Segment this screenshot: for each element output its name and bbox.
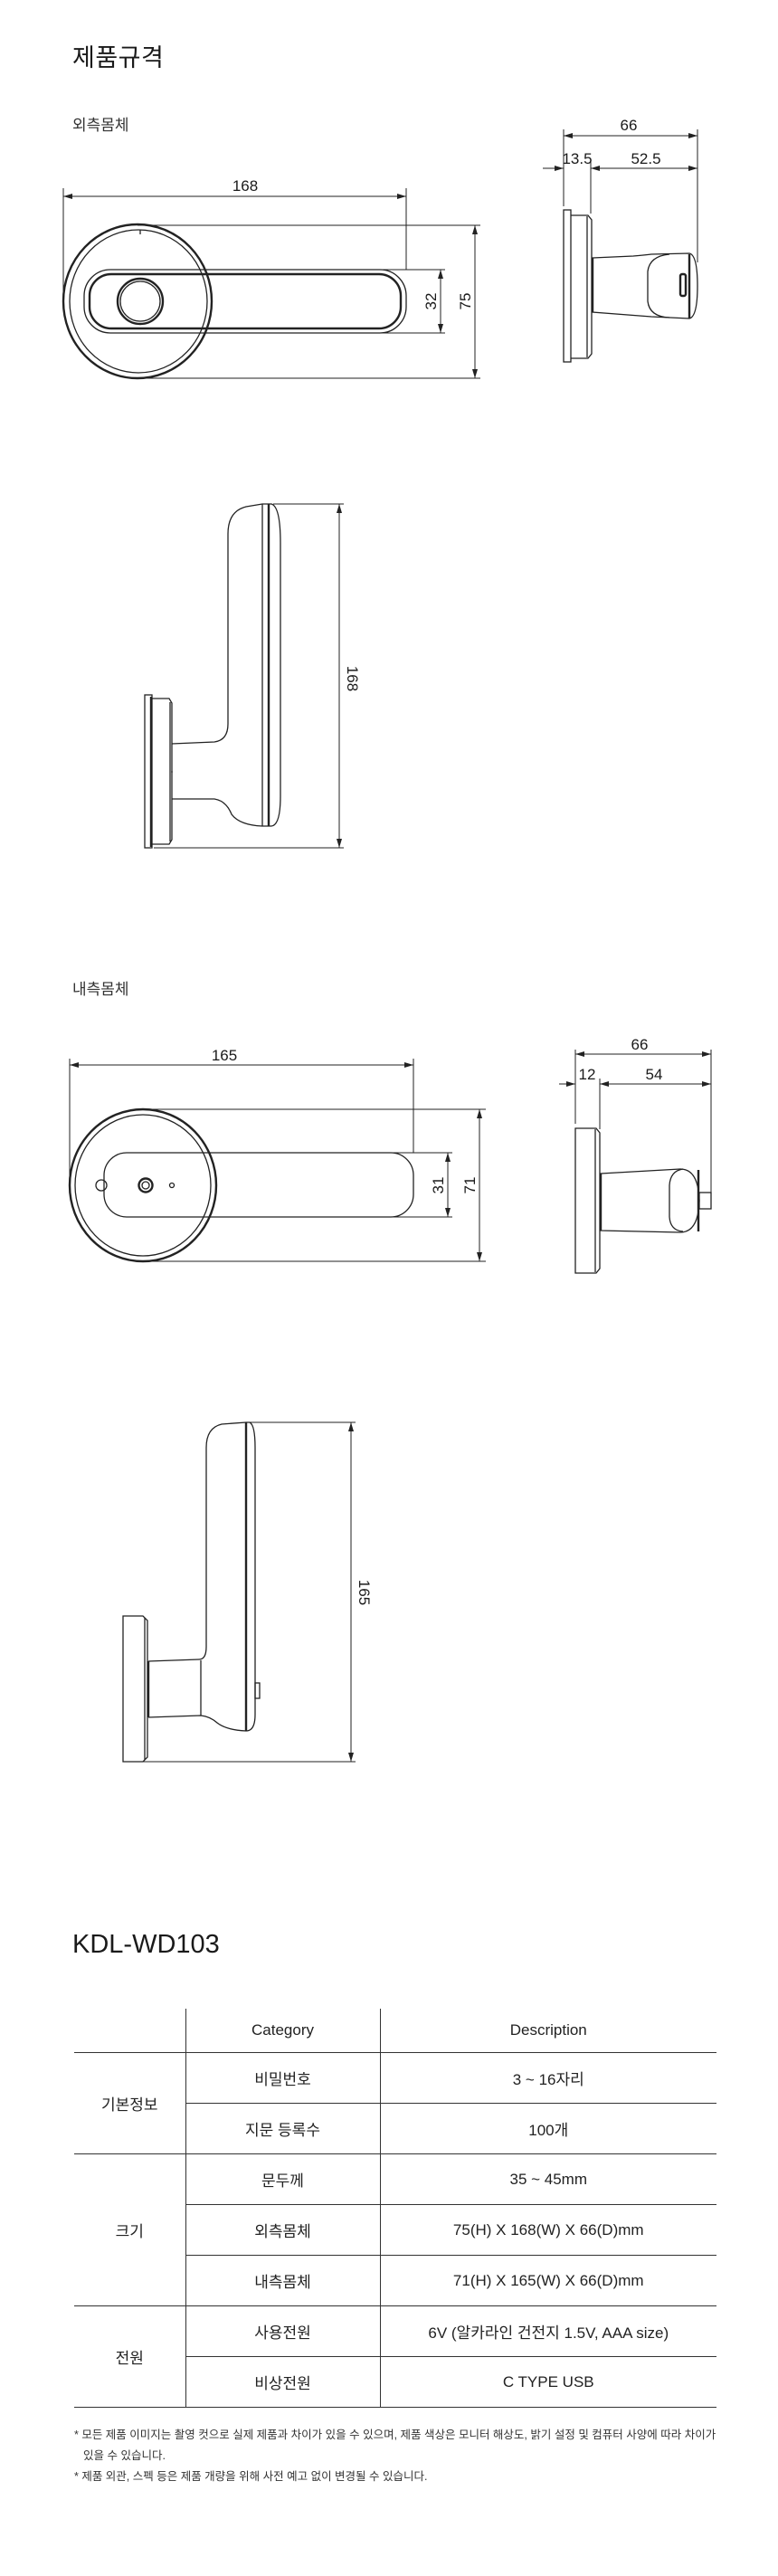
indicator-dot xyxy=(168,1182,176,1189)
outer-side-view: 66 13.5 52.5 xyxy=(543,117,698,363)
table-header-row: Category Description xyxy=(74,2009,716,2053)
outer-top-length-label: 168 xyxy=(344,666,361,691)
inner-body-label: 내측몸체 xyxy=(72,981,129,998)
inner-lever xyxy=(103,1152,414,1218)
table-row: 비상전원 C TYPE USB xyxy=(74,2356,716,2408)
table-row: 크기 문두께 35 ~ 45mm xyxy=(74,2153,716,2306)
category-cell: 내측몸체 xyxy=(185,2255,380,2306)
group-cell: 크기 xyxy=(74,2153,185,2306)
dimension-drawings: 168 32 75 66 13.5 52.5 xyxy=(62,117,712,1763)
inner-top-view: 165 xyxy=(122,1421,373,1763)
inner-side-view: 66 12 54 xyxy=(559,1036,712,1274)
category-cell: 지문 등록수 xyxy=(185,2103,380,2154)
category-cell: 비밀번호 xyxy=(185,2052,380,2104)
outer-lever xyxy=(83,269,407,334)
description-cell: C TYPE USB xyxy=(379,2356,716,2408)
inner-lever-height-label: 31 xyxy=(430,1177,447,1194)
group-cell: 기본정보 xyxy=(74,2052,185,2154)
category-cell: 문두께 xyxy=(185,2153,380,2205)
description-cell: 6V (알카라인 건전지 1.5V, AAA size) xyxy=(379,2305,716,2357)
outer-rosette xyxy=(62,223,213,380)
outer-depth-total-label: 66 xyxy=(621,117,638,134)
category-cell: 비상전원 xyxy=(185,2356,380,2408)
group-cell: 전원 xyxy=(74,2305,185,2408)
description-cell: 100개 xyxy=(379,2103,716,2154)
inner-front-view: 165 31 71 xyxy=(68,1047,486,1263)
inner-depth-total-label: 66 xyxy=(631,1036,649,1053)
footnotes: * 모든 제품 이미지는 촬영 컷으로 실제 제품과 차이가 있을 수 있으며,… xyxy=(74,2425,722,2487)
side-button-icon xyxy=(95,1179,108,1192)
inner-rosette xyxy=(68,1107,218,1263)
table-row: 전원 사용전원 6V (알카라인 건전지 1.5V, AAA size) xyxy=(74,2305,716,2408)
outer-total-height-label: 75 xyxy=(457,293,474,310)
description-cell: 71(H) X 165(W) X 66(D)mm xyxy=(379,2255,716,2306)
inner-depth-handle-label: 54 xyxy=(646,1066,663,1083)
footnote-spec-change: * 제품 외관, 스펙 등은 제품 개량을 위해 사전 예고 없이 변경될 수 … xyxy=(74,2470,428,2483)
table-row: 기본정보 비밀번호 3 ~ 16자리 xyxy=(74,2052,716,2154)
outer-depth-plate-label: 13.5 xyxy=(562,150,592,167)
inner-width-label: 165 xyxy=(212,1047,237,1064)
outer-front-view: 168 32 75 xyxy=(62,177,480,380)
outer-width-label: 168 xyxy=(232,177,258,195)
header-group xyxy=(74,2009,185,2053)
outer-lever-height-label: 32 xyxy=(422,293,440,310)
inner-top-length-label: 165 xyxy=(356,1580,373,1605)
category-cell: 외측몸체 xyxy=(185,2204,380,2256)
category-cell: 사용전원 xyxy=(185,2305,380,2357)
inner-sensor-icon xyxy=(138,1177,154,1193)
footnote-image-disclaimer: * 모든 제품 이미지는 촬영 컷으로 실제 제품과 차이가 있을 수 있으며,… xyxy=(74,2429,716,2462)
table-row: 지문 등록수 100개 xyxy=(74,2103,716,2154)
outer-body-label: 외측몸체 xyxy=(72,117,129,134)
inner-depth-plate-label: 12 xyxy=(579,1066,596,1083)
description-cell: 3 ~ 16자리 xyxy=(379,2052,716,2104)
header-description: Description xyxy=(379,2009,716,2053)
outer-top-view: 168 xyxy=(144,503,361,849)
page-title: 제품규격 xyxy=(72,44,165,71)
usb-port xyxy=(678,272,688,298)
header-category: Category xyxy=(185,2009,380,2053)
model-name: KDL-WD103 xyxy=(72,1930,220,1959)
fingerprint-sensor xyxy=(116,277,165,326)
description-cell: 75(H) X 168(W) X 66(D)mm xyxy=(379,2204,716,2256)
inner-total-height-label: 71 xyxy=(461,1177,479,1194)
table-row: 외측몸체 75(H) X 168(W) X 66(D)mm xyxy=(74,2204,716,2256)
outer-depth-handle-label: 52.5 xyxy=(631,150,660,167)
table-row: 내측몸체 71(H) X 165(W) X 66(D)mm xyxy=(74,2255,716,2306)
description-cell: 35 ~ 45mm xyxy=(379,2153,716,2205)
spec-table: Category Description 기본정보 비밀번호 3 ~ 16자리 … xyxy=(74,2009,716,2408)
